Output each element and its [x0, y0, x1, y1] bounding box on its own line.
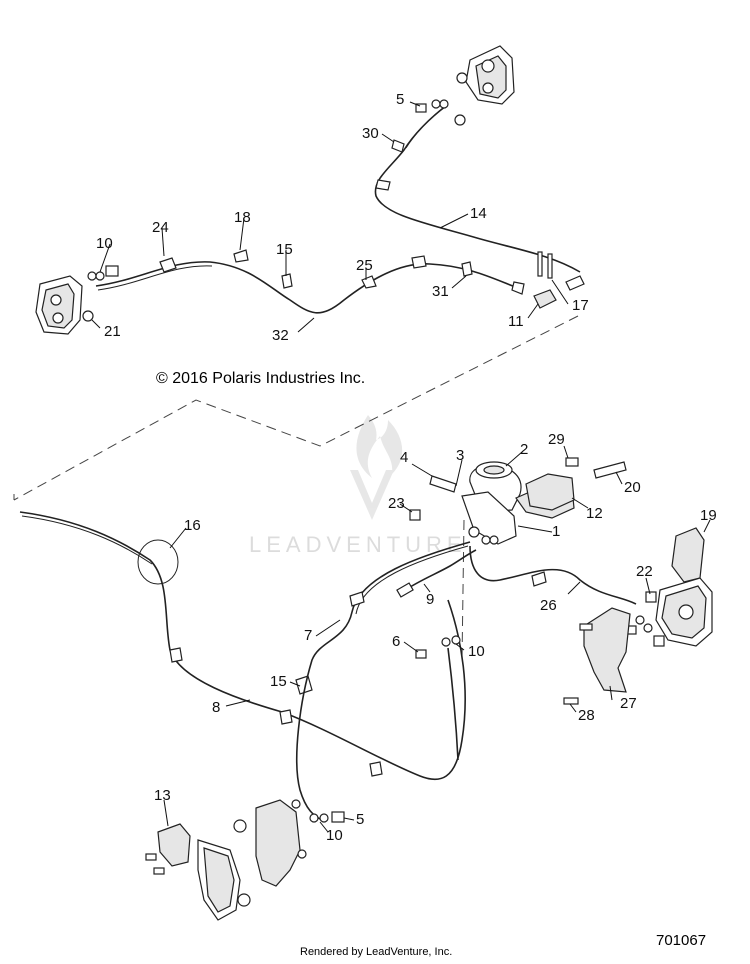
brake-line-26: [469, 545, 637, 605]
callout-22: 22: [636, 563, 653, 580]
fitting: [511, 281, 525, 295]
washer: [451, 635, 461, 645]
figure-number: 701067: [656, 932, 707, 949]
clip: [411, 255, 427, 269]
callout-24: 24: [152, 219, 169, 236]
clip-24: [159, 257, 177, 273]
callout-17: 17: [572, 297, 589, 314]
callout-32: 32: [272, 327, 289, 344]
brake-line-7: [296, 541, 471, 821]
bolt: [579, 623, 593, 631]
callout-leaders: [91, 101, 711, 833]
clip-30: [391, 139, 405, 153]
callout-30: 30: [362, 125, 379, 142]
callout-6: 6: [392, 633, 400, 650]
callout-18: 18: [234, 209, 251, 226]
callout-25: 25: [356, 257, 373, 274]
clip-15: [295, 675, 313, 695]
callout-12: 12: [586, 505, 603, 522]
callout-26: 26: [540, 597, 557, 614]
bolt-17b: [547, 253, 553, 279]
bracket-12: [525, 473, 575, 511]
clip-15: [281, 273, 293, 289]
clip: [369, 761, 383, 777]
callout-5-lower: 5: [356, 811, 364, 828]
callout-1: 1: [552, 523, 560, 540]
clip: [349, 591, 365, 607]
callout-28: 28: [578, 707, 595, 724]
clip: [279, 709, 293, 725]
callout-15-upper: 15: [276, 241, 293, 258]
callout-2: 2: [520, 441, 528, 458]
callout-10-upper: 10: [96, 235, 113, 252]
leadventure-watermark-logo: [350, 415, 403, 520]
callout-31: 31: [432, 283, 449, 300]
callout-3: 3: [456, 447, 464, 464]
callout-10-lower: 10: [326, 827, 343, 844]
banjo-bolt: [415, 103, 427, 113]
washer: [309, 813, 319, 823]
callout-21: 21: [104, 323, 121, 340]
nut-23: [409, 509, 421, 521]
bracket-31: [461, 261, 473, 277]
callout-11: 11: [508, 313, 524, 330]
bolt-17a: [537, 251, 543, 277]
callout-8: 8: [212, 699, 220, 716]
callout-20: 20: [624, 479, 641, 496]
callout-23: 23: [388, 495, 405, 512]
clip: [531, 571, 547, 587]
brake-line-32: [95, 261, 519, 314]
callout-10-center: 10: [468, 643, 485, 660]
copyright-text: © 2016 Polaris Industries Inc.: [156, 370, 366, 387]
callout-13: 13: [154, 787, 171, 804]
callout-4: 4: [400, 449, 408, 466]
callout-29: 29: [548, 431, 565, 448]
callout-15-lower: 15: [270, 673, 287, 690]
callout-14: 14: [470, 205, 487, 222]
washer: [319, 813, 329, 823]
clip: [375, 179, 391, 191]
callout-27: 27: [620, 695, 637, 712]
callout-7: 7: [304, 627, 312, 644]
footer-credit: Rendered by LeadVenture, Inc.: [300, 946, 453, 958]
washer: [431, 99, 441, 109]
callout-5-top: 5: [396, 91, 404, 108]
caliper-lower-right: [625, 527, 713, 647]
washer: [439, 99, 449, 109]
callout-19: 19: [700, 507, 717, 524]
callout-9: 9: [426, 591, 434, 608]
wire-loop-16: [137, 539, 179, 585]
banjo-bolt-5: [331, 811, 345, 823]
caliper-lower-left: [145, 799, 307, 921]
caliper-upper-right: [454, 45, 515, 126]
fitting: [565, 275, 585, 291]
bolt-28: [563, 697, 579, 705]
brake-line-center: [447, 647, 459, 761]
fitting-9: [396, 582, 414, 598]
washer: [441, 637, 451, 647]
clip-18: [233, 249, 249, 263]
brake-line-14: [374, 105, 581, 273]
callout-numbers: 5 30 14 18 24 10 15 25 31 17 11 21 32 29…: [96, 91, 717, 844]
brake-line-9: [401, 549, 477, 593]
bolt-6: [415, 649, 427, 659]
bolt-20: [593, 461, 627, 479]
clip: [169, 647, 183, 663]
callout-16: 16: [184, 517, 201, 534]
watermark-text: LEADVENTURE: [249, 532, 467, 557]
bolt-29: [565, 457, 579, 467]
bracket-27: [583, 607, 631, 693]
dashed-guide-upper: [13, 315, 579, 501]
